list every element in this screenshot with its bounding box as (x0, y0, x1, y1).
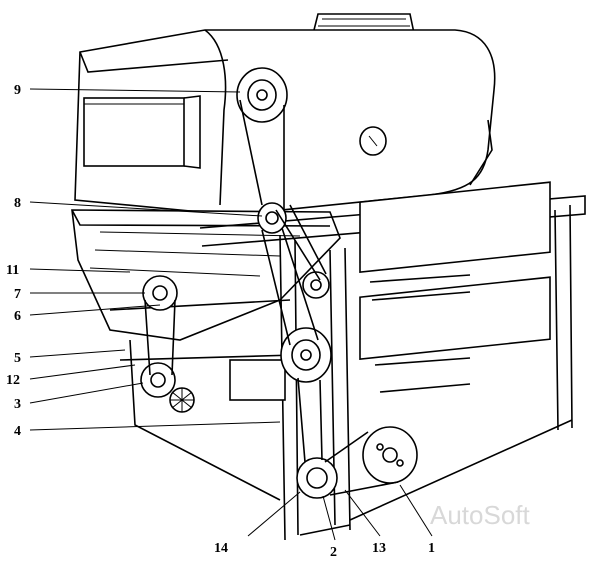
label-11: 11 (6, 263, 19, 278)
pulley-9 (236, 67, 288, 123)
pulley-2 (296, 457, 338, 499)
watermark: AutoSoft (430, 500, 531, 530)
label-13: 13 (372, 541, 386, 556)
belts (144, 99, 399, 496)
label-1: 1 (428, 541, 435, 556)
leader-lines (29, 88, 433, 541)
housing (74, 29, 496, 216)
pulley-8 (257, 202, 287, 234)
pulley-upper-right (302, 271, 330, 299)
sieve-drawers (229, 181, 551, 401)
pulley-1 (362, 426, 418, 484)
brush-rotor (169, 387, 195, 413)
pulley-7 (142, 275, 178, 311)
trough (71, 209, 341, 341)
label-6: 6 (14, 309, 21, 324)
pulley-3 (140, 362, 176, 398)
pulley-6 (280, 327, 332, 383)
label-4: 4 (14, 424, 21, 439)
label-12: 12 (6, 373, 20, 388)
label-3: 3 (14, 397, 21, 412)
label-2: 2 (330, 545, 337, 560)
label-8: 8 (14, 196, 21, 211)
label-14: 14 (214, 541, 228, 556)
label-7: 7 (14, 287, 21, 302)
label-9: 9 (14, 83, 21, 98)
label-5: 5 (14, 351, 21, 366)
